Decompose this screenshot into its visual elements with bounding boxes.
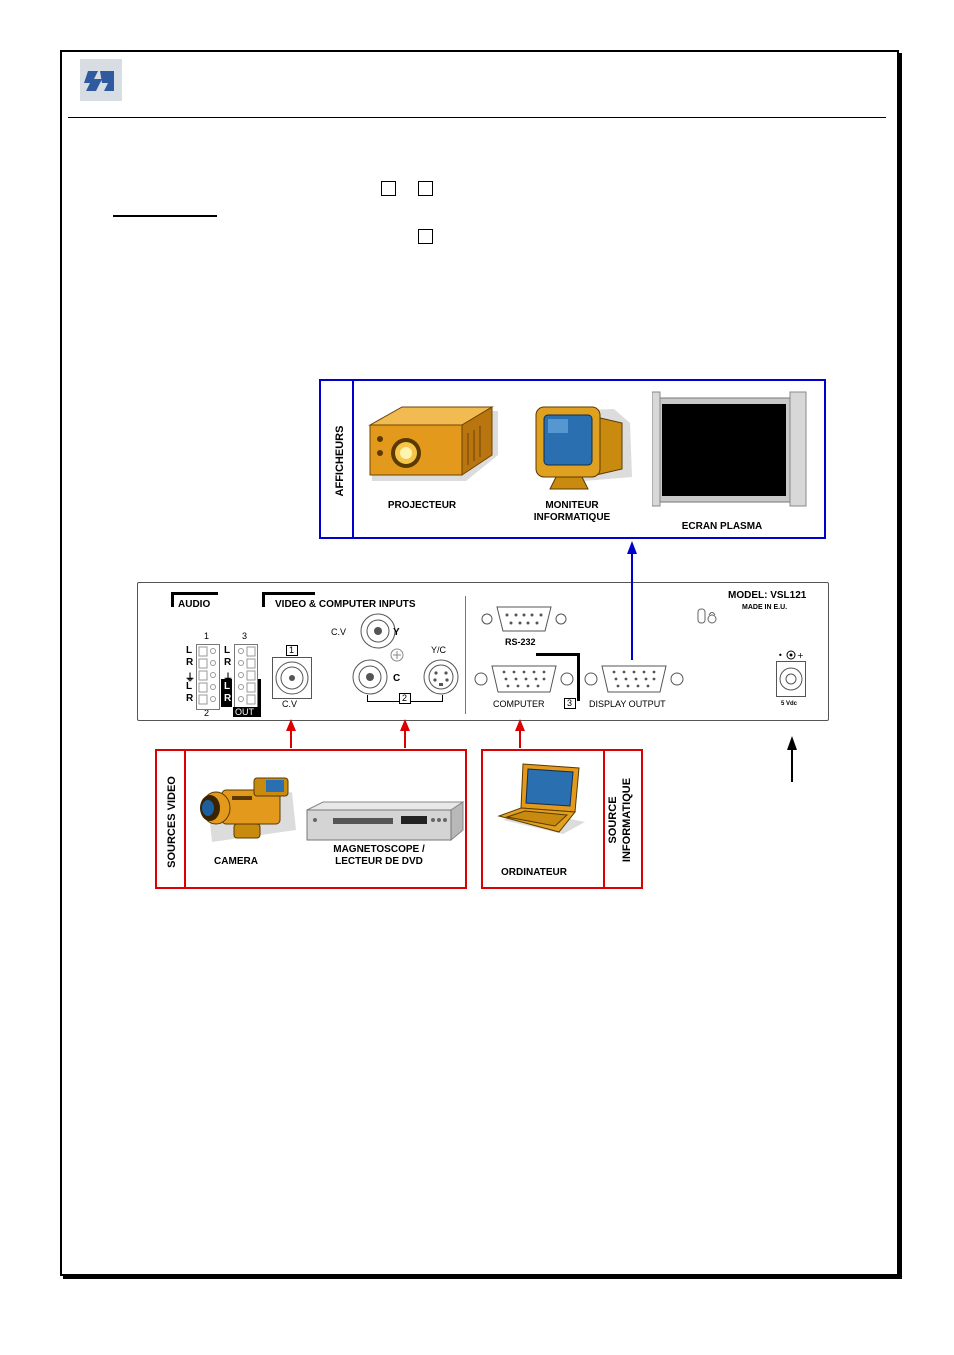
audio-row: L [224, 645, 231, 656]
video-sources-title: SOURCES VIDEO [166, 776, 178, 868]
audio-out-row: L [224, 681, 231, 692]
cv-label: C.V [282, 699, 298, 709]
audio-terminal-block [234, 644, 258, 710]
plasma-label: ECRAN PLASMA [681, 521, 763, 532]
audio-label: AUDIO [178, 599, 211, 610]
computer-bracket [536, 653, 580, 701]
checkbox[interactable] [418, 181, 433, 196]
rca-connector[interactable] [352, 659, 388, 700]
audio-row: ⏚ [223, 669, 233, 684]
made-in-label: MADE IN E.U. [742, 604, 788, 611]
header-rule [68, 117, 886, 118]
display-output-label: DISPLAY OUTPUT [589, 699, 666, 709]
rs232-label: RS-232 [505, 637, 536, 647]
audio-out-highlight [221, 679, 232, 707]
yc-label: Y/C [431, 645, 447, 655]
video-bracket [262, 592, 315, 607]
kensington-lock-icon [697, 606, 719, 631]
underline [113, 215, 217, 217]
checkbox[interactable] [418, 229, 433, 244]
computer-monitor-icon [530, 403, 634, 500]
input-number-box [399, 693, 411, 704]
c-label: C [393, 673, 401, 684]
computer-source-title: SOURCE INFORMATIQUE [606, 772, 636, 868]
camcorder-icon [196, 770, 300, 851]
rca-connector[interactable] [360, 613, 396, 654]
audio-out-bracket [258, 679, 261, 717]
input-number-box [286, 645, 298, 656]
displays-group [319, 379, 826, 539]
laptop-icon [493, 760, 589, 845]
audio-row: L [186, 681, 193, 692]
audio-col-3: 3 [242, 631, 248, 641]
audio-col-1: 1 [204, 631, 210, 641]
plasma-screen-icon [651, 390, 808, 515]
rs232-connector[interactable] [479, 601, 569, 642]
audio-row: R [186, 693, 194, 704]
vga-output-connector[interactable] [582, 661, 686, 702]
audio-bracket [171, 592, 218, 607]
audio-terminal-block [196, 644, 220, 710]
checkbox[interactable] [381, 181, 396, 196]
audio-col-2: 2 [204, 708, 210, 718]
svideo-connector[interactable] [423, 659, 459, 700]
computer-source-title-text: SOURCE INFORMATIQUE [607, 777, 633, 863]
audio-row: R [224, 657, 232, 668]
video-inputs-label: VIDEO & COMPUTER INPUTS [275, 599, 416, 610]
input-number: 2 [402, 693, 408, 703]
computer-source-divider [603, 751, 605, 887]
input-number: 3 [567, 698, 573, 708]
video-sources-divider [184, 751, 186, 887]
brand-logo [80, 59, 122, 101]
ground-screw [390, 648, 404, 667]
projector-icon [366, 403, 502, 490]
power-symbol-icon: •+ [778, 648, 806, 667]
svg-text:+: + [797, 651, 804, 660]
bnc-connector[interactable] [272, 657, 312, 704]
audio-row: L [186, 645, 193, 656]
dc-power-jack[interactable] [776, 661, 806, 702]
model-label: MODEL: VSL121 [728, 590, 807, 601]
audio-out-tag [233, 707, 261, 717]
computer-source-group [481, 749, 643, 889]
power-label: 5 Vdc [781, 701, 798, 707]
displays-title: AFFICHEURS [334, 425, 346, 497]
input-number-box [564, 698, 576, 709]
projector-label: PROJECTEUR [387, 500, 457, 511]
video-sources-group [155, 749, 467, 889]
svg-text:•: • [778, 651, 783, 660]
page-frame [60, 50, 899, 1276]
camera-label: CAMERA [214, 856, 258, 867]
dvd-player-icon [305, 800, 465, 849]
audio-row: R [186, 657, 194, 668]
monitor-label: MONITEUR INFORMATIQUE [533, 500, 611, 523]
audio-row: ⏚ [185, 673, 195, 684]
cv-label: C.V [331, 627, 347, 637]
vga-input-connector[interactable] [472, 661, 576, 702]
video-divider [465, 596, 466, 714]
audio-out-row: R [224, 693, 232, 704]
input-number: 1 [289, 645, 295, 655]
vcr-dvd-label: MAGNETOSCOPE / LECTEUR DE DVD [333, 844, 425, 867]
computer-label: ORDINATEUR [501, 867, 567, 878]
displays-divider [352, 381, 354, 537]
computer-label: COMPUTER [493, 699, 545, 709]
audio-out-label: OUT [235, 707, 254, 717]
y-label: Y [393, 627, 400, 638]
